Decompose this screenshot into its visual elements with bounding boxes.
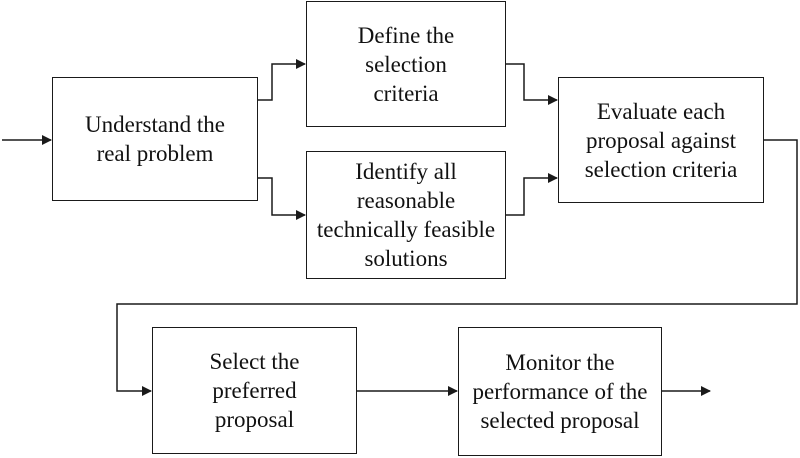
arrow-understand-to-identify [258, 177, 306, 220]
arrow-identify-to-evaluate [506, 173, 558, 216]
box-identify-solutions: Identify all reasonable technically feas… [306, 151, 506, 279]
box-identify-label: Identify all reasonable technically feas… [316, 159, 496, 271]
box-define-label: Define the selection criteria [357, 22, 455, 106]
box-select-proposal: Select the preferred proposal [152, 327, 357, 454]
box-define-criteria: Define the selection criteria [306, 1, 506, 127]
box-monitor-performance: Monitor the performance of the selected … [458, 327, 662, 456]
box-understand-problem: Understand the real problem [52, 77, 258, 201]
box-understand-label: Understand the real problem [85, 112, 225, 166]
arrow-evaluate-to-select [116, 139, 798, 396]
arrow-understand-to-define [258, 59, 306, 101]
box-evaluate-label: Evaluate each proposal against selection… [584, 98, 738, 182]
arrow-define-to-evaluate [506, 63, 558, 105]
box-evaluate-proposals: Evaluate each proposal against selection… [558, 77, 764, 203]
box-select-label: Select the preferred proposal [209, 349, 300, 432]
box-monitor-label: Monitor the performance of the selected … [472, 350, 648, 433]
